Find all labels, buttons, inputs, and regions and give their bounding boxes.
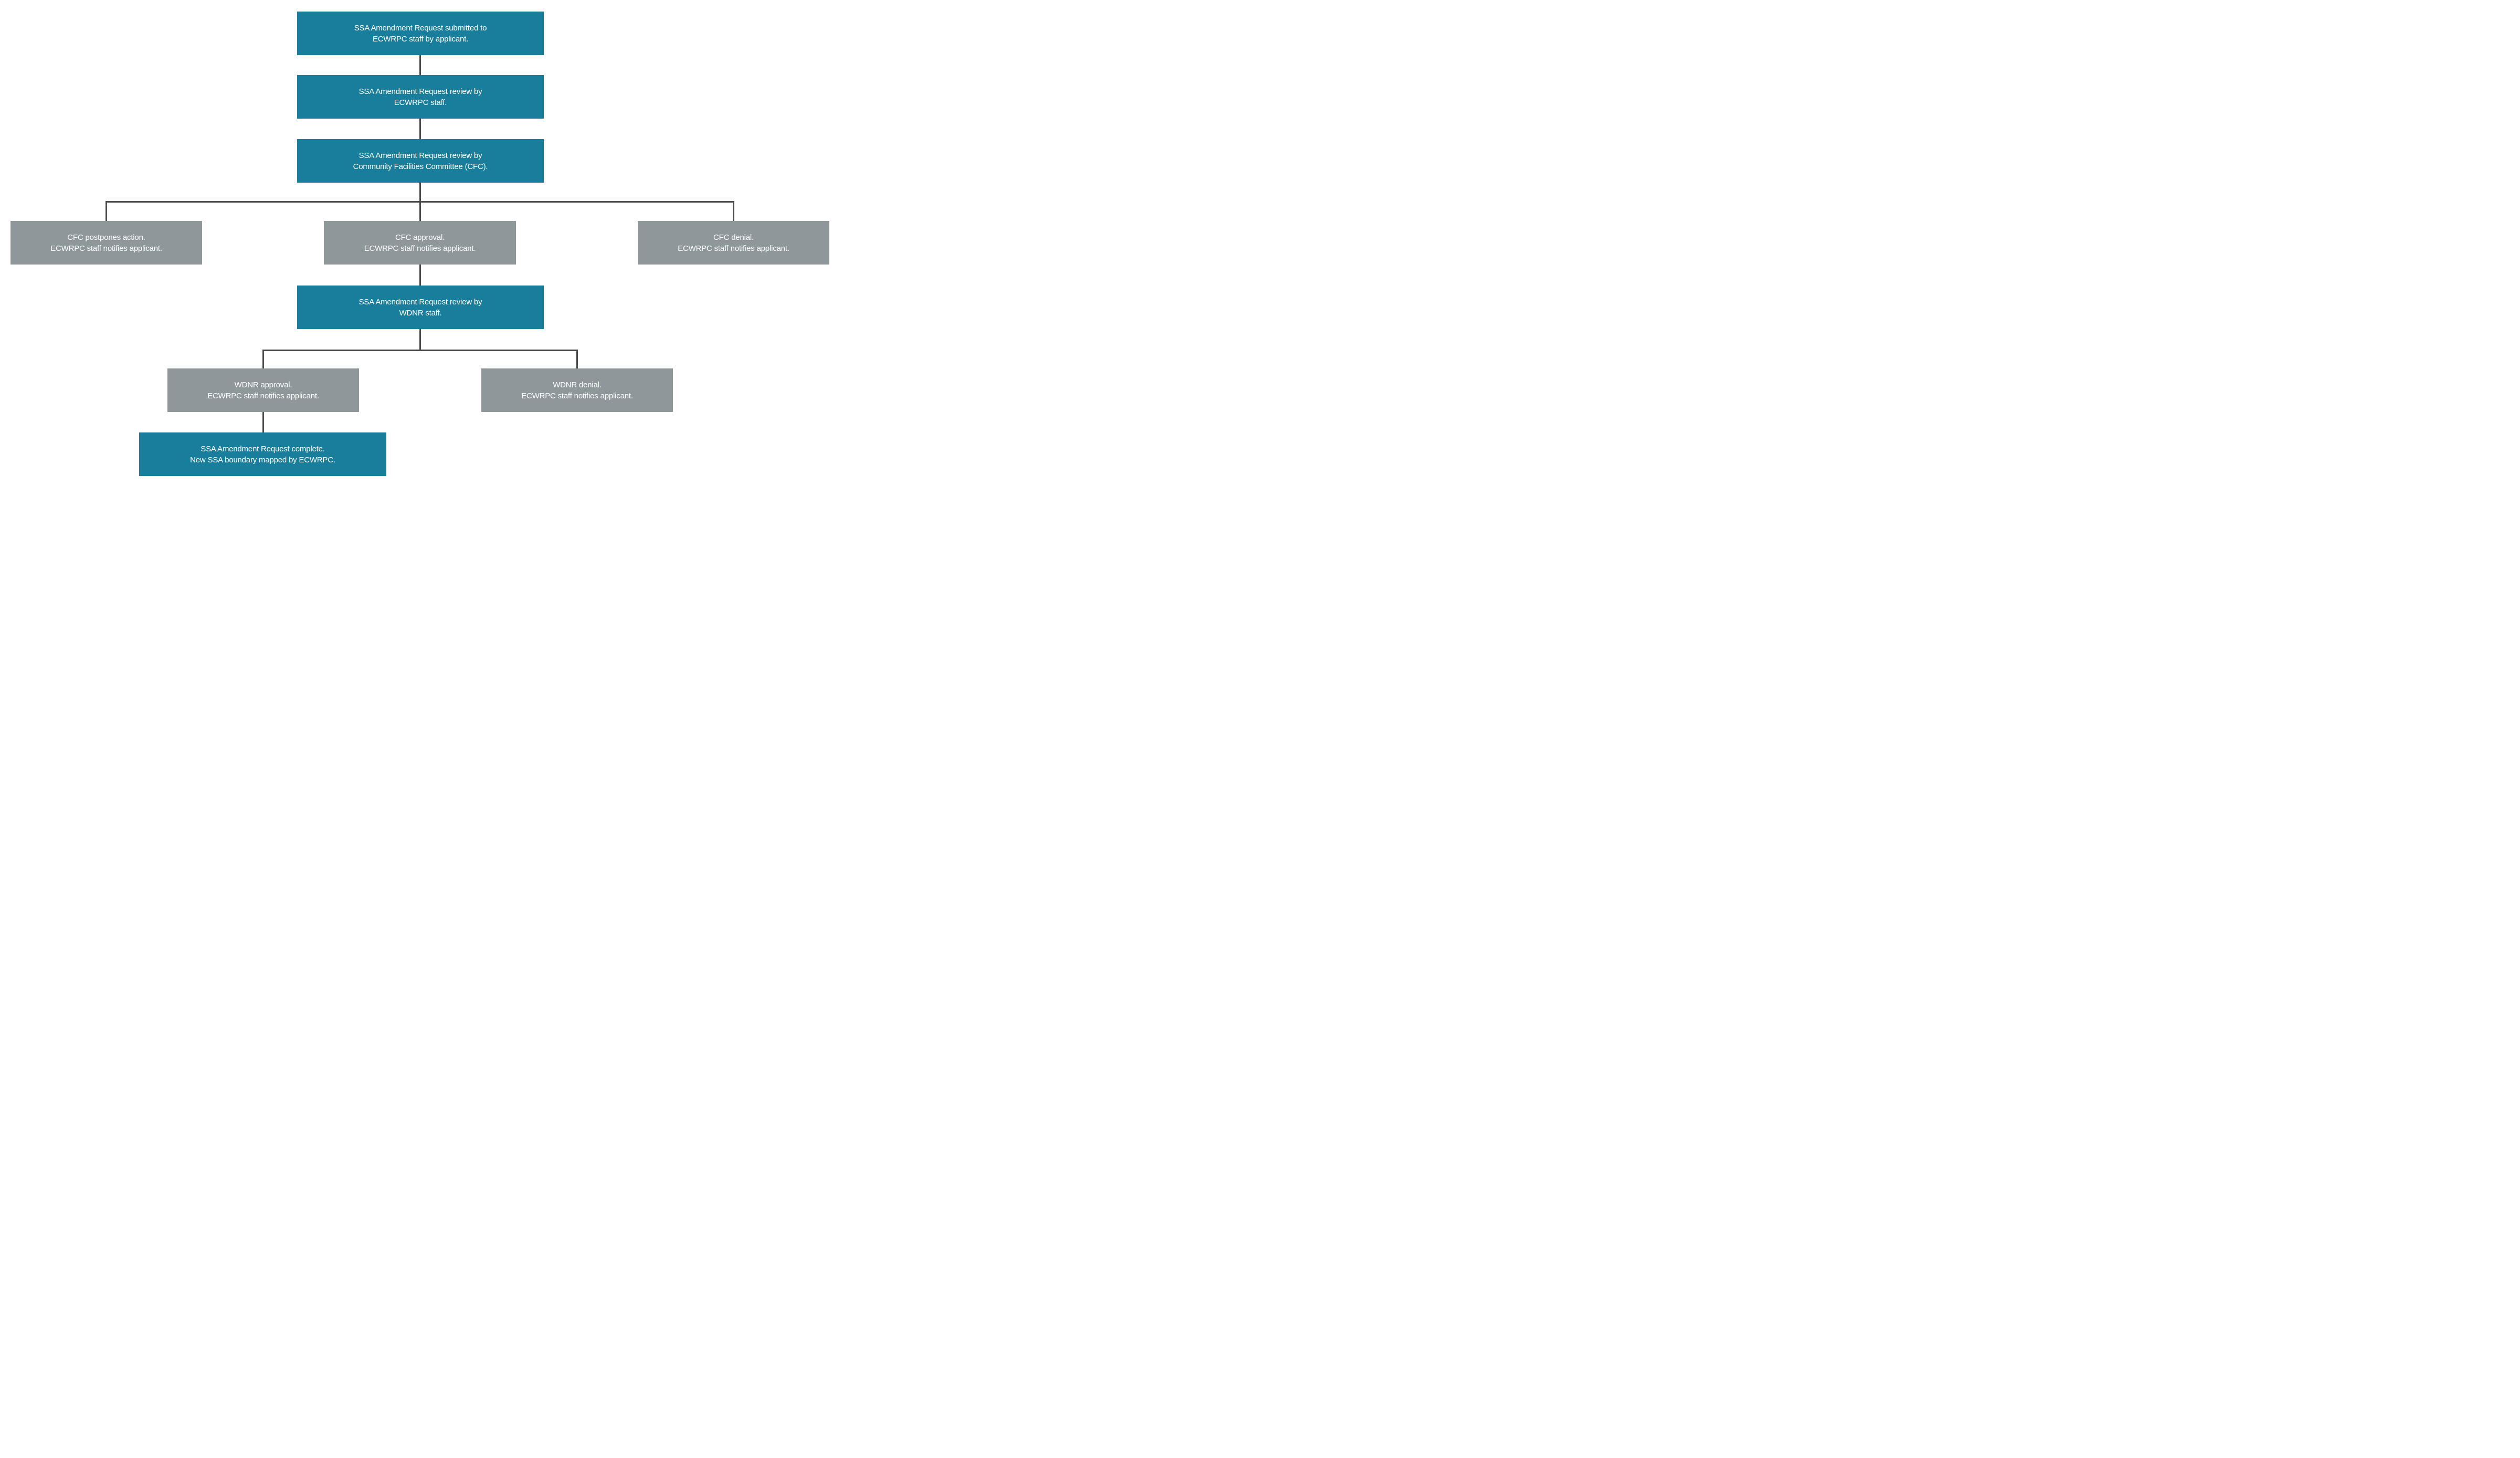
node-cfc-postpones-action: CFC postpones action. ECWRPC staff notif…	[10, 221, 202, 265]
node-wdnr-approval: WDNR approval. ECWRPC staff notifies app…	[167, 368, 359, 412]
node-text-line: SSA Amendment Request review by	[359, 87, 482, 96]
node-text-line: WDNR staff.	[399, 308, 442, 318]
flowchart-canvas: SSA Amendment Request submitted to ECWRP…	[0, 0, 840, 486]
node-text-line: ECWRPC staff notifies applicant.	[207, 391, 319, 400]
node-text-line: SSA Amendment Request submitted to	[354, 23, 487, 33]
connector-wdnr-branch-line	[262, 350, 578, 351]
connector-branch-to-cfc-postpones	[106, 201, 107, 221]
node-text-line: WDNR approval.	[234, 380, 292, 389]
connector-branch-to-cfc-denial	[733, 201, 734, 221]
connector-wdnr-approval-to-complete	[262, 412, 264, 432]
connector-branch-to-wdnr-denial	[576, 350, 578, 368]
node-text-line: CFC approval.	[395, 233, 445, 242]
node-text-line: ECWRPC staff.	[394, 98, 447, 107]
node-text-line: ECWRPC staff notifies applicant.	[678, 244, 789, 253]
connector-review-wdnr-to-branch	[419, 329, 421, 350]
node-cfc-denial: CFC denial. ECWRPC staff notifies applic…	[638, 221, 829, 265]
node-cfc-approval: CFC approval. ECWRPC staff notifies appl…	[324, 221, 516, 265]
connector-cfc-approval-to-review-wdnr	[419, 265, 421, 286]
node-text-line: New SSA boundary mapped by ECWRPC.	[190, 455, 335, 464]
node-text-line: CFC postpones action.	[67, 233, 145, 242]
node-text-line: WDNR denial.	[553, 380, 602, 389]
node-text-line: CFC denial.	[713, 233, 754, 242]
node-review-by-ecwrpc-staff: SSA Amendment Request review by ECWRPC s…	[297, 75, 544, 119]
connector-branch-to-wdnr-approval	[262, 350, 264, 368]
node-review-by-wdnr-staff: SSA Amendment Request review by WDNR sta…	[297, 286, 544, 329]
connector-submit-to-review-ecwrpc	[419, 55, 421, 75]
node-text-line: SSA Amendment Request complete.	[201, 444, 325, 453]
node-text-line: ECWRPC staff notifies applicant.	[50, 244, 162, 253]
node-ssa-request-submitted: SSA Amendment Request submitted to ECWRP…	[297, 12, 544, 55]
node-text-line: ECWRPC staff by applicant.	[372, 34, 469, 44]
node-text-line: Community Facilities Committee (CFC).	[353, 162, 488, 171]
node-wdnr-denial: WDNR denial. ECWRPC staff notifies appli…	[481, 368, 673, 412]
node-text-line: ECWRPC staff notifies applicant.	[521, 391, 633, 400]
node-text-line: SSA Amendment Request review by	[359, 151, 482, 160]
node-review-by-cfc: SSA Amendment Request review by Communit…	[297, 139, 544, 183]
node-text-line: ECWRPC staff notifies applicant.	[364, 244, 476, 253]
node-ssa-request-complete: SSA Amendment Request complete. New SSA …	[139, 432, 386, 476]
node-text-line: SSA Amendment Request review by	[359, 297, 482, 307]
connector-cfc-branch-line	[106, 201, 734, 203]
connector-review-ecwrpc-to-review-cfc	[419, 119, 421, 139]
